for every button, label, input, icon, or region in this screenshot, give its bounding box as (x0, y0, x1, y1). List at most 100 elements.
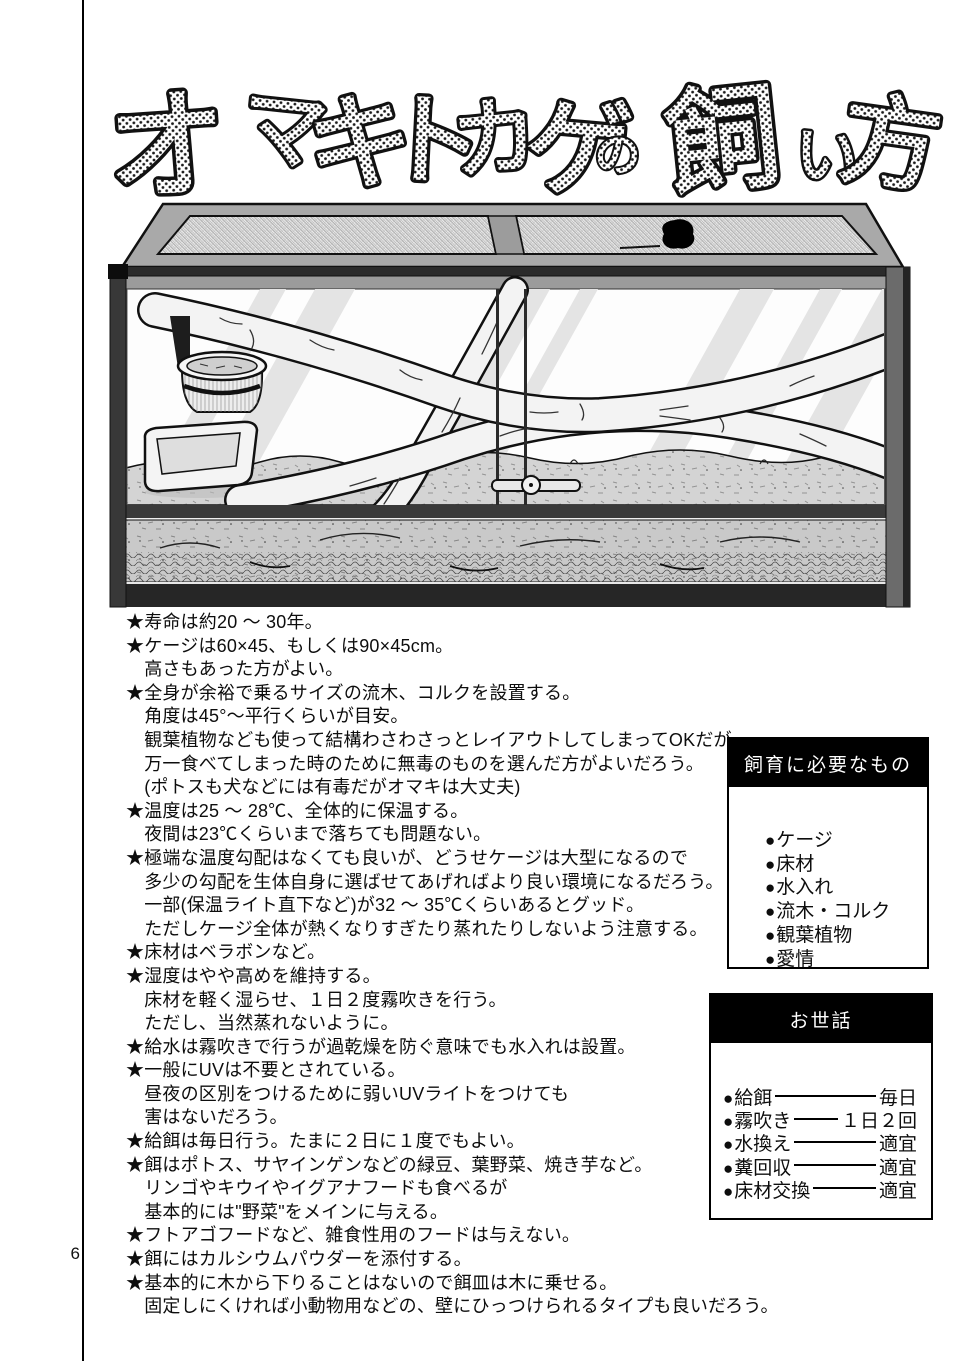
dash-leader (775, 1094, 876, 1097)
care-schedule-item: ● 床材交換 適宜 (711, 1180, 931, 1203)
page-title: オ マ キ ト カ ゲ の 飼 い 方 (99, 69, 951, 210)
door-lock-handle (491, 475, 581, 495)
bullet-dot-icon: ● (723, 1181, 734, 1201)
title-char: い (792, 118, 861, 194)
supply-item-label: 観葉植物 (776, 924, 853, 946)
care-note-line: 昼夜の区別をつけるために弱いUVライトをつけても (126, 1083, 570, 1104)
care-schedule-item: ● 糞回収 適宜 (711, 1157, 931, 1180)
care-note-line: ★フトアゴフードなど、雑食性用のフードは与えない。 (126, 1225, 581, 1246)
title-char: カ (447, 87, 543, 191)
care-note-line: (ポトスも犬などには有毒だがオマキは大丈夫) (126, 777, 521, 798)
food-dish (143, 420, 259, 498)
supply-item-label: ケージ (776, 830, 833, 851)
care-note-line: 多少の勾配を生体自身に選ばせてあげればより良い環境になるだろう。 (126, 871, 724, 892)
care-item-label: 床材交換 (734, 1180, 811, 1202)
care-item-value: 適宜 (878, 1180, 917, 1202)
supply-item-label: 流木・コルク (776, 901, 891, 923)
care-notes-list: ★寿命は約20 ～ 30年。 ★ケージは60×45、もしくは90×45cm。 高… (126, 611, 779, 1319)
care-note-line: ★基本的に木から下りることはないので餌皿は木に乗せる。 (126, 1272, 618, 1293)
supply-item: ● ケージ (729, 829, 927, 853)
title-char: の (594, 128, 642, 182)
supply-item-label: 水入れ (776, 877, 834, 899)
care-note-line: ★給餌は毎日行う。たまに２日に１度でもよい。 (126, 1131, 525, 1152)
supplies-box-title: 飼育に必要なもの (729, 739, 927, 787)
care-box-list: ● 給餌 毎日 ● 霧吹き １日２回 ● 水換え 適宜 (711, 1043, 931, 1203)
care-note-line: ★湿度はやや高めを維持する。 (126, 965, 381, 986)
care-box-title: お世話 (711, 995, 931, 1043)
driftwood-branches (137, 276, 908, 536)
care-note-line: 害はないだろう。 (126, 1107, 288, 1128)
dash-leader (794, 1164, 876, 1167)
care-note-line: 一部(保温ライト直下など)が32 ～ 35℃くらいあるとグッド。 (126, 895, 645, 916)
dash-leader (794, 1141, 876, 1143)
care-note-line: ★全身が余裕で乗るサイズの流木、コルクを設置する。 (126, 682, 581, 703)
care-note-line: 固定しにくければ小動物用などの、壁にひっつけられるタイプも良いだろう。 (126, 1296, 779, 1317)
substrate-side-view (125, 519, 887, 583)
title-char: マ (236, 79, 332, 183)
sliding-door-frame (126, 289, 886, 505)
care-note-line: ★餌にはカルシウムパウダーを添付する。 (126, 1249, 472, 1270)
bullet-dot-icon: ● (765, 878, 776, 898)
bullet-dot-icon: ● (723, 1158, 734, 1178)
supply-item: ● 流木・コルク (729, 900, 927, 924)
bullet-dot-icon: ● (723, 1135, 734, 1155)
title-char: 飼 (660, 73, 787, 210)
supply-item: ● 観葉植物 (729, 924, 927, 948)
bullet-dot-icon: ● (765, 854, 776, 874)
care-note-line: 夜間は23℃くらいまで落ちても問題ない。 (126, 824, 492, 845)
title-char: ゲ (520, 87, 636, 210)
page-number: 6 (70, 1244, 80, 1263)
bullet-dot-icon: ● (765, 949, 776, 969)
care-note-line: ★寿命は約20 ～ 30年。 (126, 612, 323, 632)
care-schedule-item: ● 給餌 毎日 (711, 1087, 931, 1110)
title-char: キ (302, 81, 418, 208)
care-item-value: １日２回 (840, 1111, 917, 1133)
supply-item: ● 愛情 (729, 948, 927, 972)
bullet-dot-icon: ● (765, 925, 776, 945)
bullet-dot-icon: ● (723, 1112, 734, 1132)
care-note-line: リンゴやキウイやイグアナフードも食べるが (126, 1178, 508, 1199)
page-edge-rule (82, 0, 84, 1361)
care-note-line: ★極端な温度勾配はなくても良いが、どうせケージは大型になるので (126, 847, 689, 868)
care-note-line: 基本的には"野菜"をメインに与える。 (126, 1201, 449, 1222)
care-note-line: ★温度は25 ～ 28℃、全体的に保温する。 (126, 800, 469, 821)
lid-hole (662, 219, 695, 249)
care-note-line: 高さもあった方がよい。 (126, 659, 344, 680)
care-note-line: ★ケージは60×45、もしくは90×45cm。 (126, 635, 454, 656)
care-note-line: 床材を軽く湿らせ、１日２度霧吹きを行う。 (126, 989, 507, 1010)
care-item-value: 毎日 (878, 1088, 917, 1109)
care-note-line: ただしケージ全体が熱くなりすぎたり蒸れたりしないよう注意する。 (126, 918, 708, 939)
care-note-line: ★床材はベラボンなど。 (126, 942, 326, 963)
care-item-label: 給餌 (734, 1088, 773, 1109)
supply-item: ● 床材 (729, 853, 927, 877)
care-note-line: 角度は45°～平行くらいが目安。 (126, 706, 409, 727)
bullet-dot-icon: ● (765, 902, 776, 922)
care-note-line: ★給水は霧吹きで行うが過乾燥を防ぐ意味でも水入れは設置。 (126, 1036, 636, 1057)
care-schedule-box: お世話 ● 給餌 毎日 ● 霧吹き １日２回 ● (709, 993, 933, 1220)
dash-leader (794, 1117, 838, 1120)
care-note-line: ★餌はポトス、サヤインゲンなどの緑豆、葉野菜、焼き芋など。 (126, 1154, 653, 1175)
care-item-label: 糞回収 (734, 1157, 792, 1179)
care-schedule-item: ● 霧吹き １日２回 (711, 1110, 931, 1133)
care-note-line: 観葉植物なども使って結構わさわさっとレイアウトしてしまってOKだが (126, 729, 732, 750)
care-item-value: 適宜 (878, 1157, 917, 1179)
supplies-box: 飼育に必要なもの ● ケージ ● 床材 ● 水入れ ● (727, 737, 929, 971)
water-bowl (170, 316, 268, 413)
mesh-lid (119, 202, 906, 269)
title-char: ト (381, 84, 487, 201)
care-note-line: ただし、当然蒸れないように。 (126, 1013, 399, 1034)
title-char: オ (103, 76, 232, 210)
care-item-label: 水換え (734, 1134, 792, 1156)
care-item-value: 適宜 (878, 1134, 917, 1156)
terrarium-illustration (108, 202, 911, 608)
care-note-line: 万一食べてしまった時のために無毒のものを選んだ方がよいだろう。 (126, 753, 704, 774)
dash-leader (813, 1187, 876, 1190)
bullet-dot-icon: ● (765, 831, 776, 850)
supply-item-label: 愛情 (776, 948, 815, 970)
supply-item: ● 水入れ (729, 876, 927, 900)
care-note-line: ★一般にUVは不要とされている。 (126, 1060, 406, 1081)
care-schedule-item: ● 水換え 適宜 (711, 1133, 931, 1156)
bullet-dot-icon: ● (723, 1089, 734, 1108)
supplies-box-list: ● ケージ ● 床材 ● 水入れ ● 流木・コルク (729, 787, 927, 971)
